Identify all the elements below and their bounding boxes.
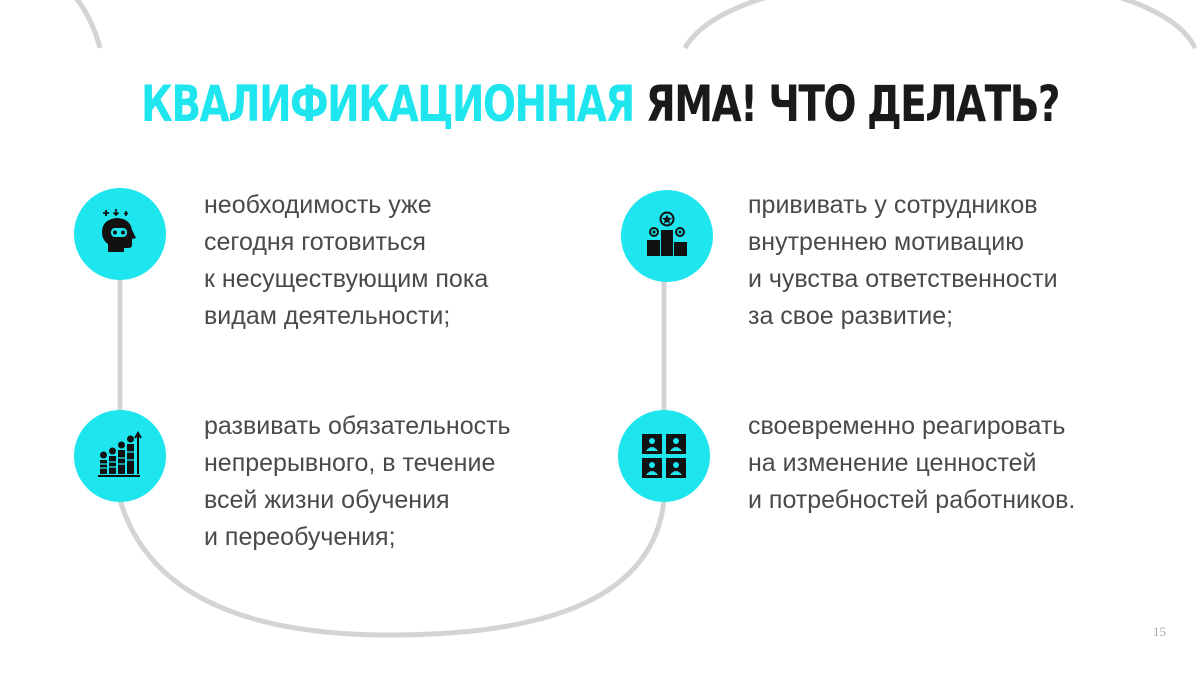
item-4-line-2: на изменение ценностей bbox=[748, 449, 1037, 477]
slide-title: КВАЛИФИКАЦИОННАЯ ЯМА! ЧТО ДЕЛАТЬ? bbox=[132, 74, 1068, 134]
head-brain-icon bbox=[74, 188, 166, 280]
title-rest: ЯМА! ЧТО ДЕЛАТЬ? bbox=[645, 75, 1061, 133]
podium-icon bbox=[621, 190, 713, 282]
item-3-line-3: и чувства ответственности bbox=[748, 265, 1058, 293]
item-4-line-1: своевременно реагировать bbox=[748, 412, 1066, 440]
growth-chart-icon bbox=[74, 410, 166, 502]
item-text-1: необходимость уже сегодня готовиться к н… bbox=[204, 187, 488, 335]
page-number: 15 bbox=[1153, 624, 1166, 639]
item-1-line-4: видам деятельности; bbox=[204, 302, 451, 330]
title-accent: КВАЛИФИКАЦИОННАЯ bbox=[141, 75, 635, 133]
item-4-line-3: и потребностей работников. bbox=[748, 486, 1076, 514]
item-2-line-1: развивать обязательность bbox=[204, 412, 511, 440]
item-1-line-3: к несуществующим пока bbox=[204, 265, 489, 293]
people-grid-icon bbox=[618, 410, 710, 502]
item-2-line-2: непрерывного, в течение bbox=[204, 449, 496, 477]
item-text-3: прививать у сотрудников внутреннею мотив… bbox=[748, 187, 1058, 335]
item-2-line-3: всей жизни обучения bbox=[204, 486, 450, 514]
item-1-line-2: сегодня готовиться bbox=[204, 228, 426, 256]
item-text-4: своевременно реагировать на изменение це… bbox=[748, 408, 1075, 519]
item-2-line-4: и переобучения; bbox=[204, 523, 396, 551]
item-3-line-2: внутреннею мотивацию bbox=[748, 228, 1024, 256]
item-3-line-1: прививать у сотрудников bbox=[748, 191, 1038, 219]
item-1-line-1: необходимость уже bbox=[204, 191, 432, 219]
item-text-2: развивать обязательность непрерывного, в… bbox=[204, 408, 511, 556]
item-3-line-4: за свое развитие; bbox=[748, 302, 954, 330]
